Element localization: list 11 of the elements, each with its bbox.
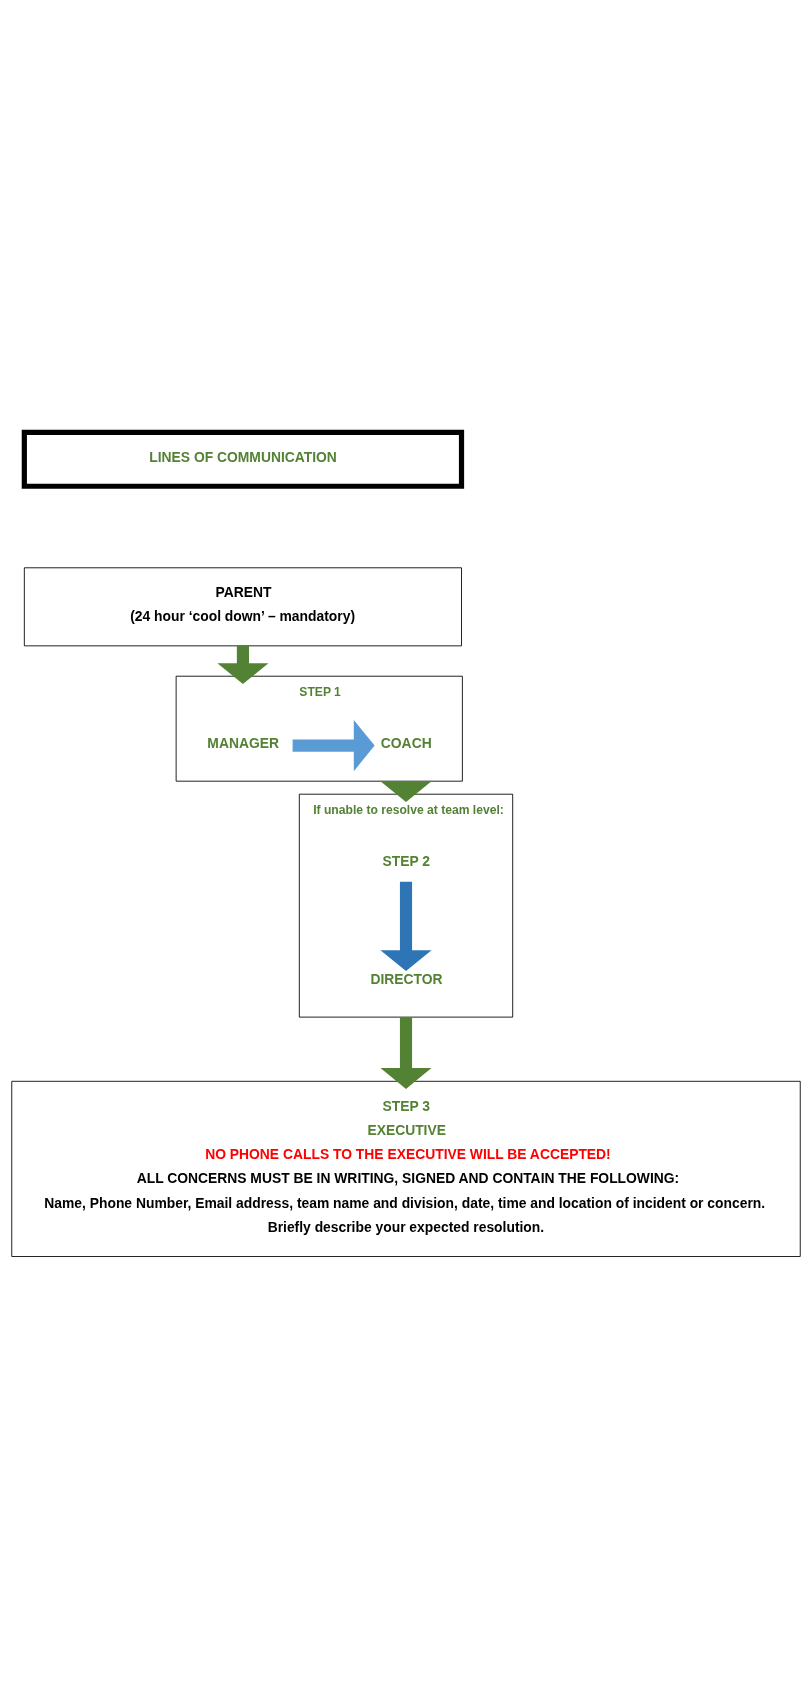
node-text: COACH <box>380 734 432 751</box>
arrow <box>380 1016 432 1089</box>
node-box: STEP 3 EXECUTIVE NO PHONE CALLS TO THE EXECUTIVE WILL BE ACCEPTED! ALL CONCERNS MUST BE IN WRITING, SIGNED AND CONTAIN THE FOLLOWING: Name, Phone Number, Email address, team name and division, date, time and location of incident or concern. Briefly describe your expected resolution. <box>11 1080 801 1257</box>
node-box: LINES OF COMMUNICATION <box>21 429 465 489</box>
node-text: MANAGER <box>207 734 279 751</box>
arrow <box>217 645 269 684</box>
node-text: DIRECTOR <box>370 970 443 987</box>
node-box: PARENT (24 hour ‘cool down’ – mandatory) <box>23 566 462 646</box>
arrow <box>380 881 432 971</box>
node-text: STEP 2 <box>382 852 431 869</box>
arrow <box>292 719 375 771</box>
